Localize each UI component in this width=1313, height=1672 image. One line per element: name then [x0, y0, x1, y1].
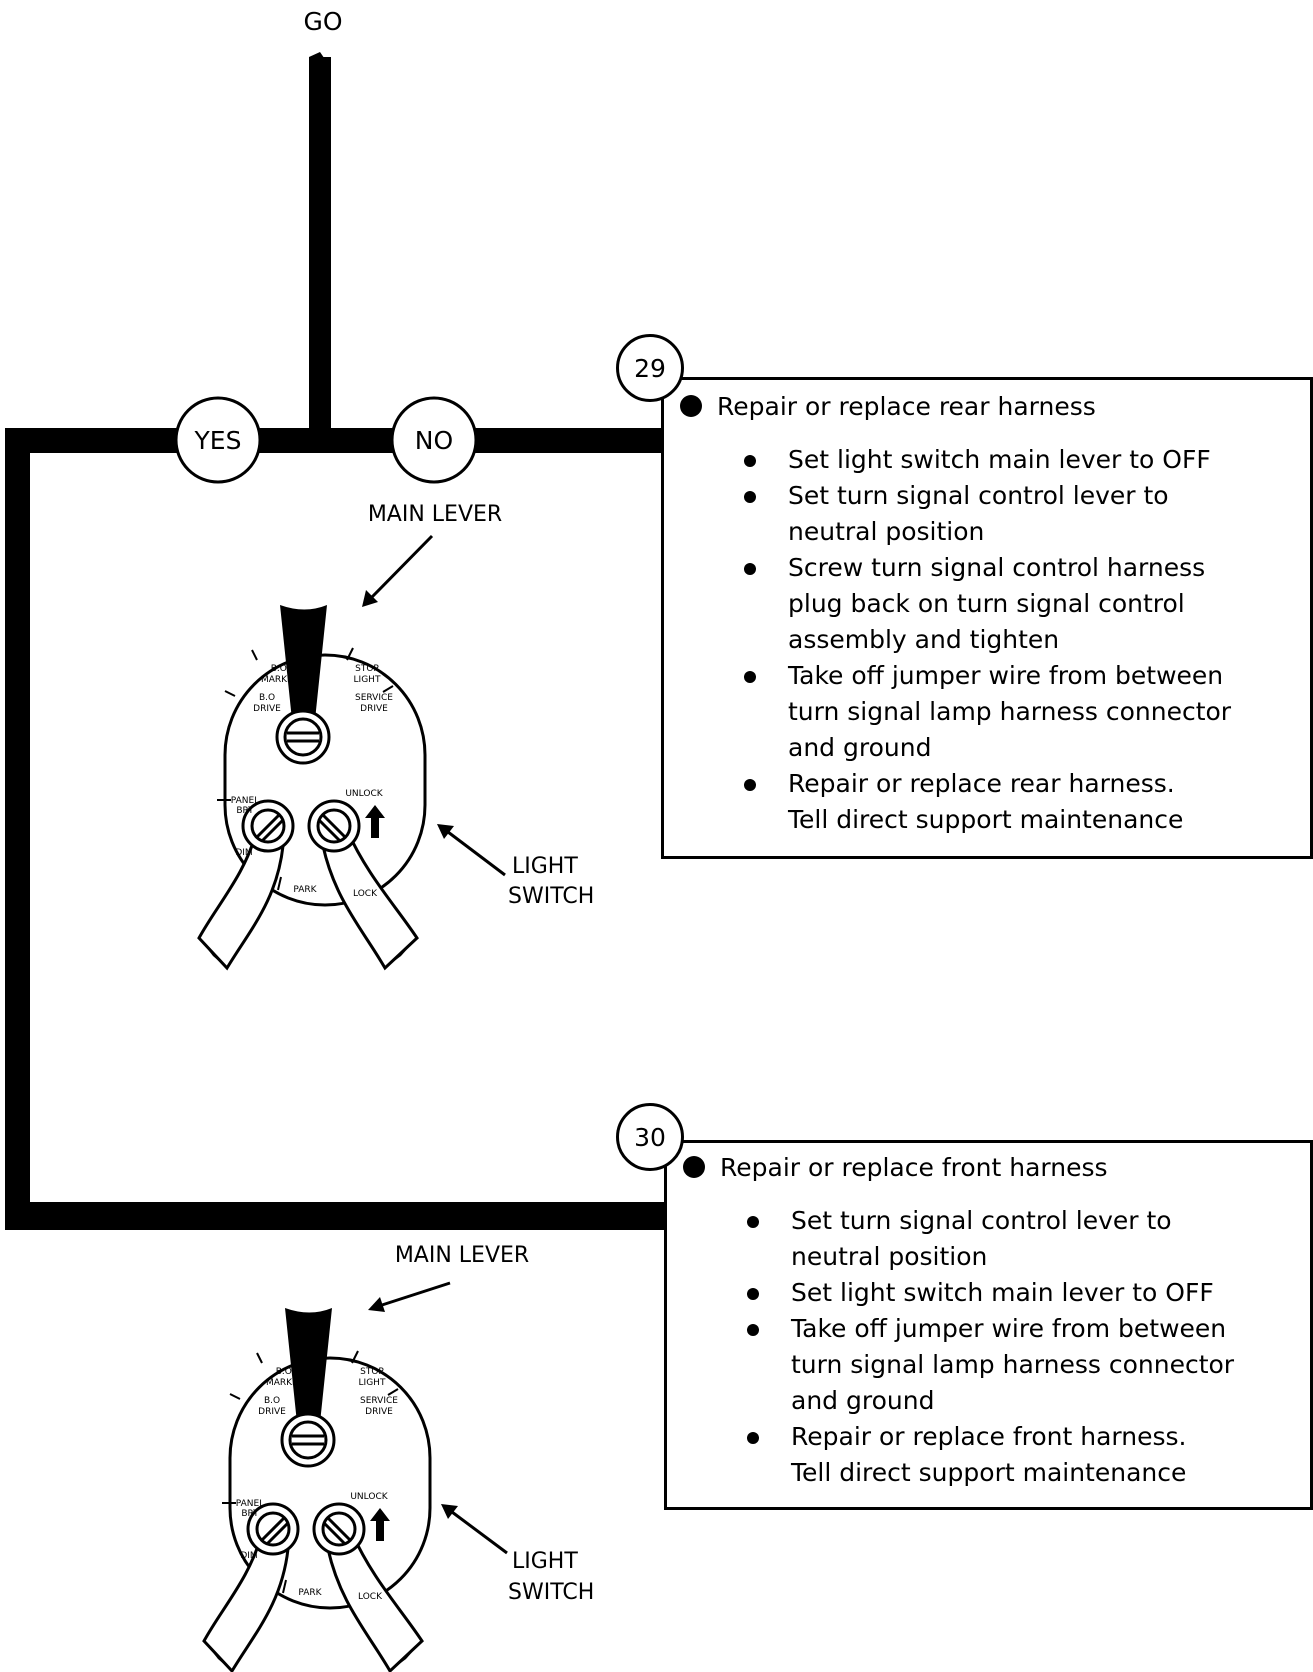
svg-text:B.O.: B.O. — [276, 1367, 295, 1377]
svg-text:LIGHT: LIGHT — [354, 675, 381, 685]
list-item: Take off jumper wire from between turn s… — [744, 658, 1290, 766]
step-29-substeps: Set light switch main lever to OFF Set t… — [744, 442, 1290, 838]
list-item: Screw turn signal control harness plug b… — [744, 550, 1290, 658]
light-switch-label-line1: LIGHT — [512, 854, 578, 879]
go-line-tip — [309, 52, 331, 80]
flow-line-bottom — [5, 1202, 664, 1230]
list-item: Set light switch main lever to OFF — [744, 442, 1290, 478]
bullet-dot — [747, 1432, 759, 1444]
bullet-dot — [744, 671, 756, 683]
bullet-dot — [744, 455, 756, 467]
bullet-dot — [747, 1324, 759, 1336]
step-29-title-text: Repair or replace rear harness — [717, 392, 1096, 421]
light-switch-label-line2: SWITCH — [508, 884, 594, 909]
no-branch-node: NO — [390, 396, 478, 484]
step-number-29: 29 — [616, 334, 684, 402]
svg-text:BRT: BRT — [241, 1509, 259, 1519]
step-29-box: Repair or replace rear harness Set light… — [661, 377, 1313, 859]
bullet-dot — [683, 1156, 705, 1178]
step-29-title: Repair or replace rear harness — [680, 392, 1096, 421]
svg-text:LIGHT: LIGHT — [359, 1378, 386, 1388]
step-30-title-text: Repair or replace front harness — [720, 1153, 1108, 1182]
bullet-dot — [744, 563, 756, 575]
light-switch-pointer — [451, 1510, 508, 1555]
list-item: Set turn signal control lever to neutral… — [747, 1203, 1290, 1275]
svg-text:SERVICE: SERVICE — [360, 1396, 398, 1406]
svg-text:B.O: B.O — [264, 1396, 280, 1406]
bullet-dot — [680, 395, 702, 417]
flow-line-top — [5, 428, 661, 453]
svg-text:MARKER: MARKER — [261, 675, 299, 685]
svg-text:LOCK: LOCK — [358, 1592, 383, 1602]
svg-text:B.O.: B.O. — [271, 664, 290, 674]
svg-text:MARKER: MARKER — [266, 1378, 304, 1388]
svg-text:DRIVE: DRIVE — [360, 704, 388, 714]
light-switch-label-line2: SWITCH — [508, 1580, 594, 1605]
bullet-dot — [747, 1216, 759, 1228]
no-label: NO — [415, 426, 453, 455]
light-switch-label-line1: LIGHT — [512, 1549, 578, 1574]
svg-text:DIM: DIM — [240, 1551, 257, 1561]
bullet-dot — [744, 491, 756, 503]
svg-text:LOCK: LOCK — [353, 889, 378, 899]
svg-text:B.O: B.O — [259, 693, 275, 703]
svg-text:DRIVE: DRIVE — [258, 1407, 286, 1417]
light-switch-pointer — [447, 830, 506, 877]
bullet-dot — [744, 779, 756, 791]
main-lever-label: MAIN LEVER — [368, 502, 502, 527]
step-30-box: Repair or replace front harness Set turn… — [664, 1140, 1313, 1510]
list-item: Repair or replace rear harness. Tell dir… — [744, 766, 1290, 838]
flow-line-go — [309, 57, 331, 435]
svg-text:SERVICE: SERVICE — [355, 693, 393, 703]
main-lever-pointer — [381, 1281, 451, 1307]
svg-text:BRT: BRT — [236, 806, 254, 816]
svg-text:STOP: STOP — [360, 1367, 384, 1377]
yes-label: YES — [194, 426, 242, 455]
step-number-30: 30 — [616, 1103, 684, 1171]
list-item: Take off jumper wire from between turn s… — [747, 1311, 1290, 1419]
svg-text:DIM: DIM — [235, 848, 252, 858]
bullet-dot — [747, 1288, 759, 1300]
svg-text:UNLOCK: UNLOCK — [345, 789, 383, 799]
light-switch-illustration-1: MAIN LEVER B.O. MARKER B.O DRIVE STOP LI… — [197, 502, 594, 970]
svg-text:PARK: PARK — [298, 1588, 322, 1598]
go-label: GO — [303, 7, 342, 36]
svg-text:PANEL: PANEL — [231, 796, 259, 806]
main-lever-pointer — [370, 534, 434, 599]
svg-text:DRIVE: DRIVE — [253, 704, 281, 714]
yes-branch-node: YES — [174, 396, 262, 484]
list-item: Set light switch main lever to OFF — [747, 1275, 1290, 1311]
step-30-title: Repair or replace front harness — [683, 1153, 1108, 1182]
svg-text:PARK: PARK — [293, 885, 317, 895]
step-30-substeps: Set turn signal control lever to neutral… — [747, 1203, 1290, 1491]
list-item: Set turn signal control lever to neutral… — [744, 478, 1290, 550]
svg-text:UNLOCK: UNLOCK — [350, 1492, 388, 1502]
svg-text:STOP: STOP — [355, 664, 379, 674]
list-item: Repair or replace front harness. Tell di… — [747, 1419, 1290, 1491]
flow-line-left — [5, 428, 30, 1230]
light-switch-illustration-2: MAIN LEVER B.O. MARKER B.O DRIVE STOP LI… — [202, 1243, 594, 1672]
svg-text:DRIVE: DRIVE — [365, 1407, 393, 1417]
main-lever-label: MAIN LEVER — [395, 1243, 529, 1268]
svg-text:PANEL: PANEL — [236, 1499, 264, 1509]
